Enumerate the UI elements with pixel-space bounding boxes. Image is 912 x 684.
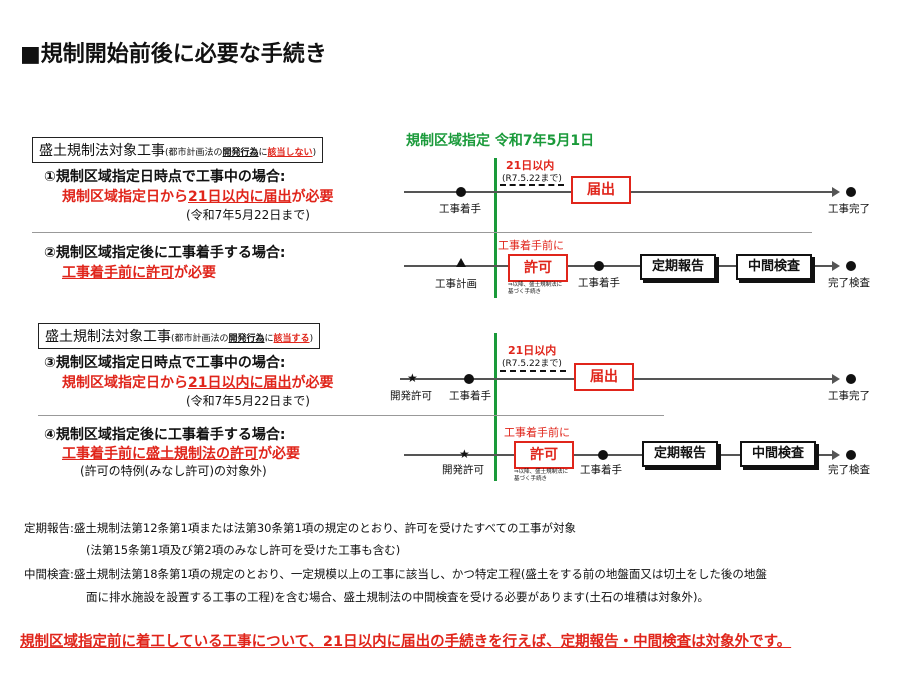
designation-label: 規制区域指定 令和7年5月1日 [406,133,595,149]
case3-dev-star-icon: ★ [407,371,418,385]
case4-end-dot [846,450,856,460]
case4-arrowhead [832,450,840,460]
case2-end-dot [846,261,856,271]
footnote-inspect-sub: 面に排水施設を設置する工事の工程)を含む場合、盛土規制法の中間検査を受ける必要が… [86,590,709,604]
case3-deadline: (令和7年5月22日まで) [186,394,310,408]
case1-end-label: 工事完了 [828,203,870,215]
case4-small-note: ⇒以降、盛土規制法に基づく手続き [514,469,569,482]
case3-start-dot [464,374,474,384]
case1-period-dash [500,184,564,186]
case2-small-note: ⇒以降、盛土規制法に基づく手続き [508,282,563,295]
case4-heading: ④規制区域指定後に工事着手する場合: [44,427,286,443]
case3-start-label: 工事着手 [449,390,491,402]
case3-heading: ③規制区域指定日時点で工事中の場合: [44,355,286,371]
designation-line-bottom [494,333,497,481]
case1-requirement: 規制区域指定日から21日以内に届出が必要 [62,189,334,205]
case2-inspect-box: 中間検査 [736,254,812,280]
case1-notice-box: 届出 [571,176,631,204]
case3-dev-label: 開発許可 [390,390,432,402]
case2-heading: ②規制区域指定後に工事着手する場合: [44,245,286,261]
case3-end-dot [846,374,856,384]
separator-1 [32,232,812,233]
case4-permit-box: 許可 [514,441,574,469]
designation-line-top [494,158,497,298]
case3-notice-box: 届出 [574,363,634,391]
case2-note: 工事着手前に [498,239,564,252]
case4-dev-label: 開発許可 [442,464,484,476]
case4-note: 工事着手前に [504,426,570,439]
case2-start-label: 工事着手 [578,277,620,289]
case4-start-dot [598,450,608,460]
case4-report-box: 定期報告 [642,441,718,467]
case2-plan-marker [456,258,466,267]
footnote-inspect: 中間検査:盛土規制法第18条第1項の規定のとおり、一定規模以上の工事に該当し、か… [24,567,767,581]
case2-plan-label: 工事計画 [435,278,477,290]
case3-arrowhead [832,374,840,384]
case3-requirement: 規制区域指定日から21日以内に届出が必要 [62,375,334,391]
separator-2 [38,415,664,416]
case4-end-label: 完了検査 [828,464,870,476]
footnote-report-sub: (法第15条第1項及び第2項のみなし許可を受けた工事も含む) [86,543,401,557]
case1-start-label: 工事着手 [439,203,481,215]
section-header-2: 盛土規制法対象工事(都市計画法の開発行為に該当する) [38,323,321,349]
case3-period-sub: (R7.5.22まで) [502,359,562,369]
case3-end-label: 工事完了 [828,390,870,402]
case3-period-dash [500,370,566,372]
case1-arrowhead [832,187,840,197]
case2-end-label: 完了検査 [828,277,870,289]
page-title: ■規制開始前後に必要な手続き [20,42,327,67]
case4-timeline [404,454,834,456]
case2-requirement: 工事着手前に許可が必要 [62,265,216,281]
case1-period: 21日以内 [506,159,555,172]
case1-deadline: (令和7年5月22日まで) [186,208,310,222]
footnote-report: 定期報告:盛土規制法第12条第1項または法第30条第1項の規定のとおり、許可を受… [24,521,577,535]
case2-start-dot [594,261,604,271]
case4-dev-star-icon: ★ [459,447,470,461]
case3-period: 21日以内 [508,344,557,357]
case4-exception: (許可の特例(みなし許可)の対象外) [80,464,267,478]
case2-permit-box: 許可 [508,254,568,282]
case2-timeline [404,265,834,267]
case4-inspect-box: 中間検査 [740,441,816,467]
case1-start-dot [456,187,466,197]
case1-heading: ①規制区域指定日時点で工事中の場合: [44,169,286,185]
case1-end-dot [846,187,856,197]
case4-requirement: 工事着手前に盛土規制法の許可が必要 [62,446,300,462]
case2-arrowhead [832,261,840,271]
section-header-1: 盛土規制法対象工事(都市計画法の開発行為に該当しない) [32,137,324,163]
bottom-notice: 規制区域指定前に着工している工事について、21日以内に届出の手続きを行えば、定期… [20,634,792,650]
case1-period-sub: (R7.5.22まで) [502,174,562,184]
case2-report-box: 定期報告 [640,254,716,280]
case4-start-label: 工事着手 [580,464,622,476]
